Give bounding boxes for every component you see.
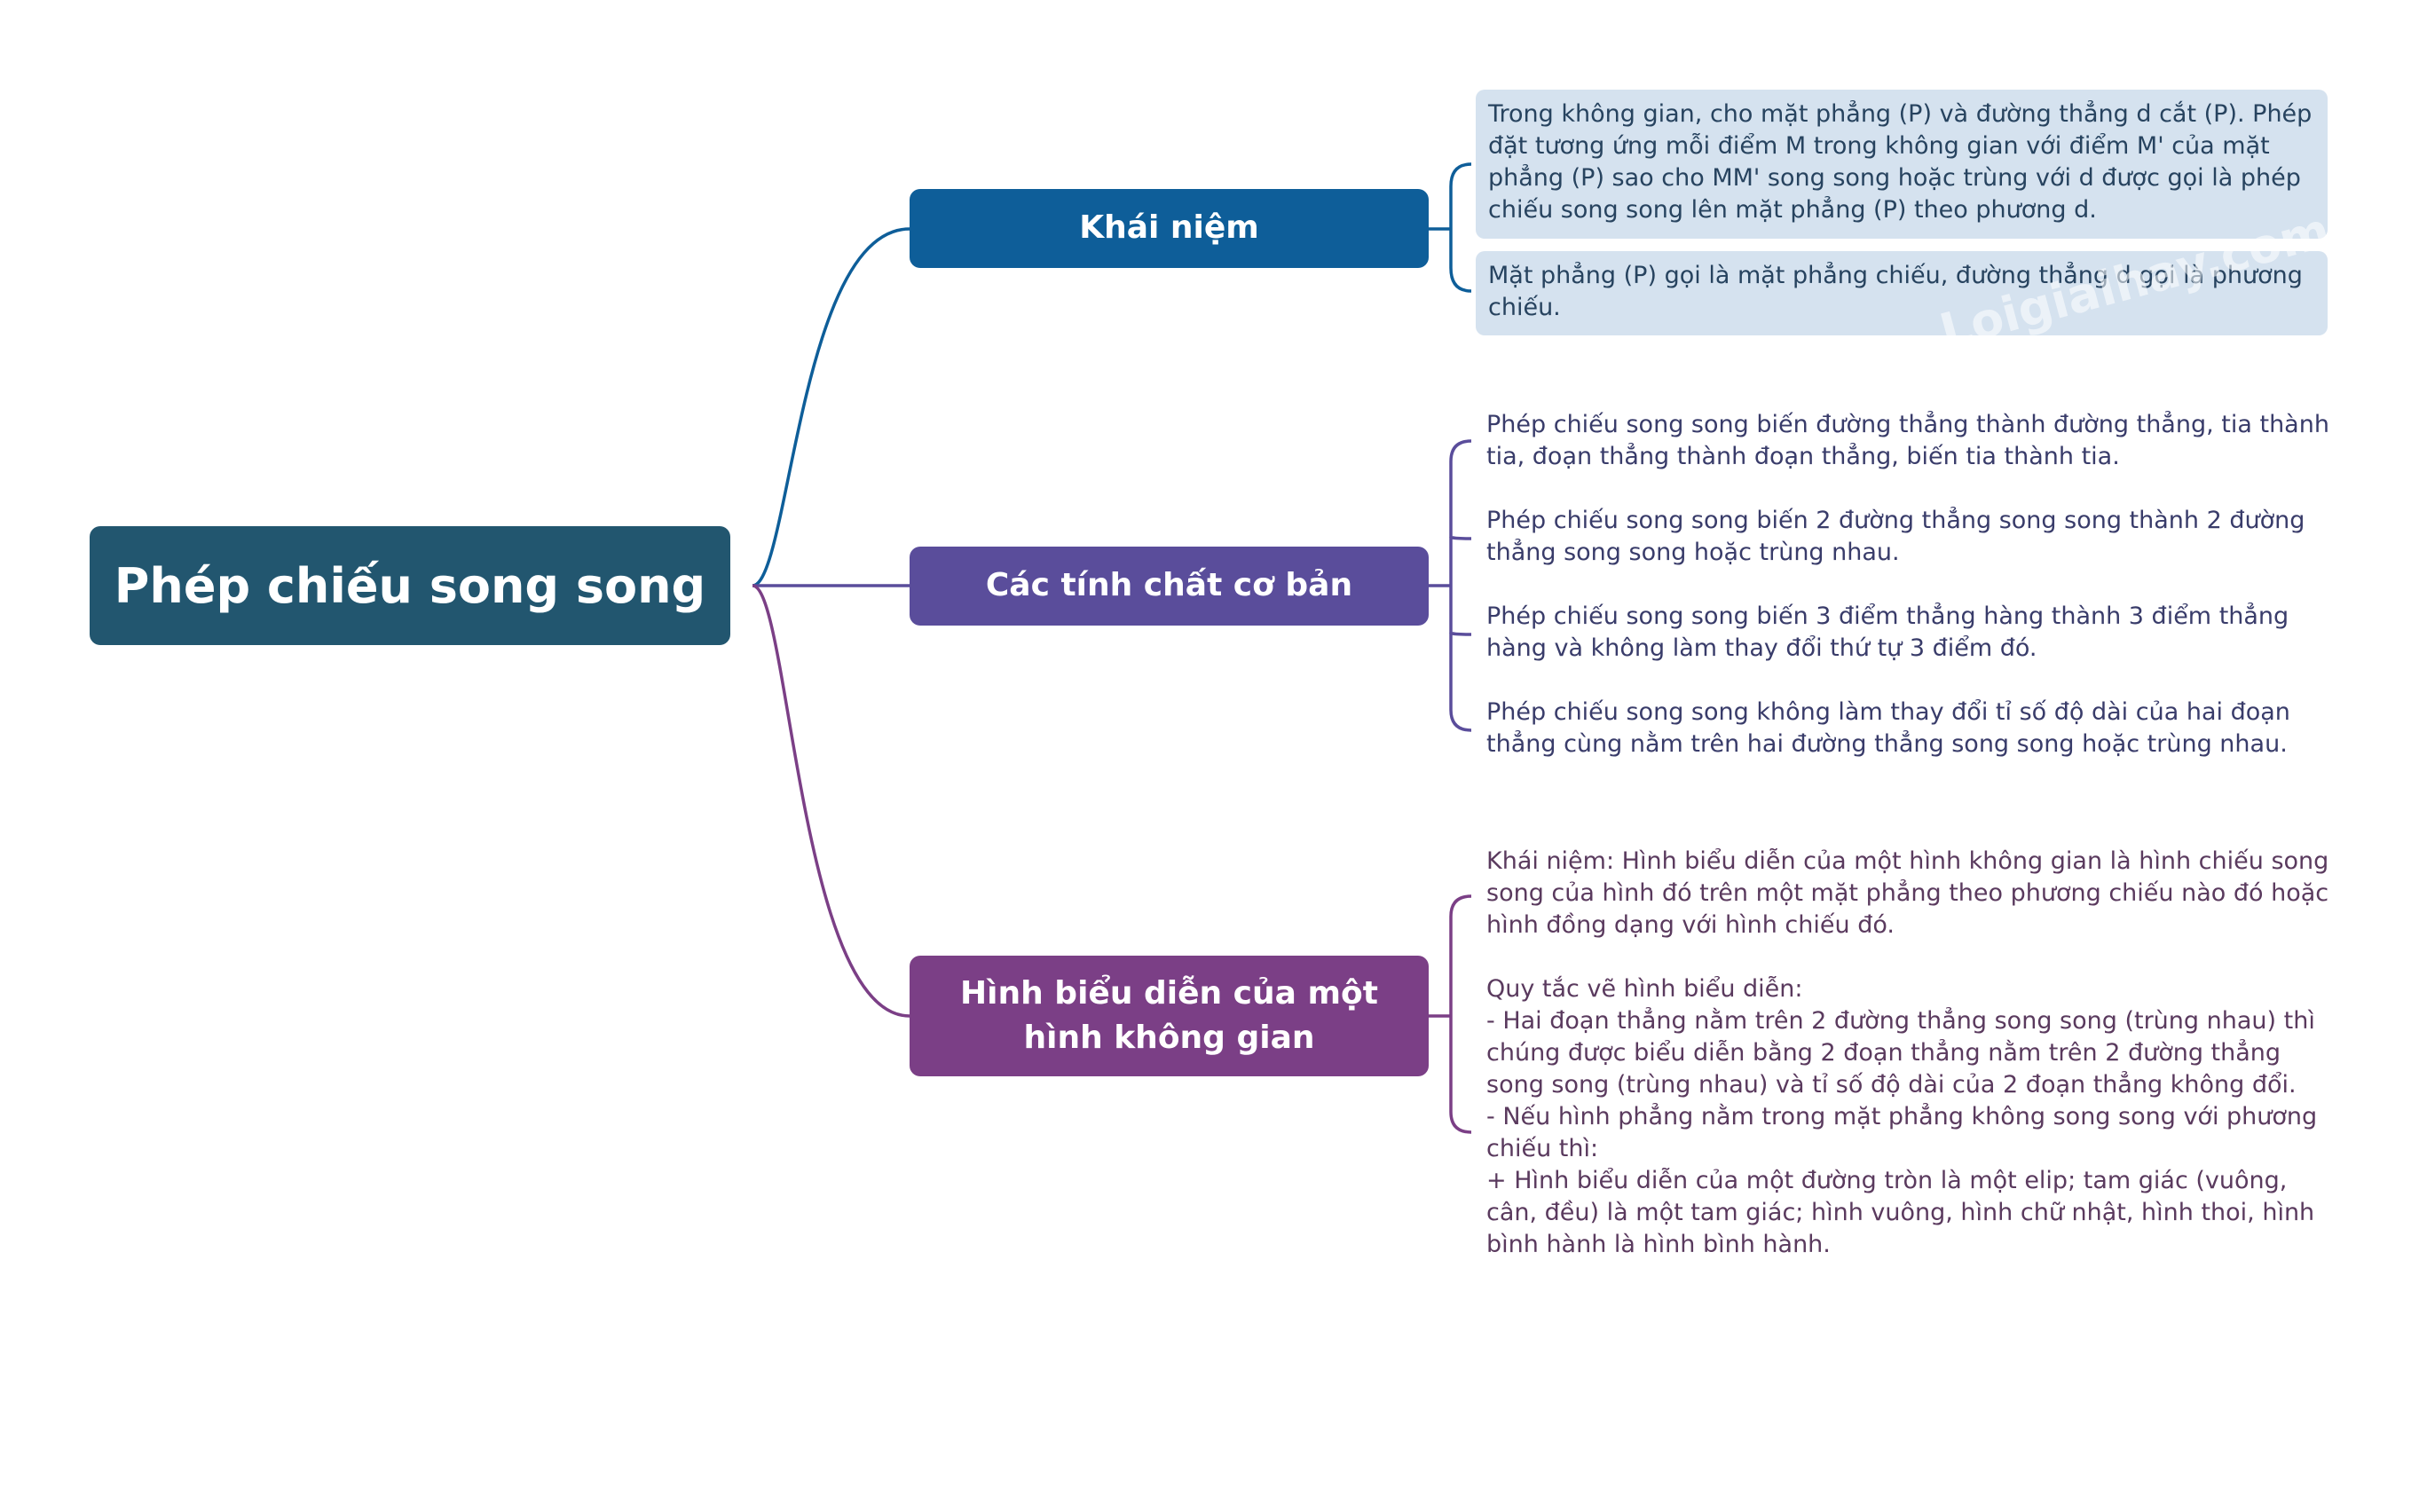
branch-node-khai-niem[interactable]: Khái niệm [910, 189, 1429, 268]
branch-node-hinh-bieu-dien[interactable]: Hình biểu diễn của một hình không gian [910, 956, 1429, 1076]
branch-node-tinh-chat[interactable]: Các tính chất cơ bản [910, 547, 1429, 626]
connector-tinh-chat-bracket [1449, 439, 1472, 732]
connector-root-khai-niem [752, 227, 910, 587]
root-node[interactable]: Phép chiếu song song [90, 526, 730, 645]
connector-hinh-bieu-dien-bracket [1449, 894, 1472, 1134]
leaf-hinh-bieu-dien-text[interactable]: Khái niệm: Hình biểu diễn của một hình k… [1486, 847, 2329, 1258]
leaf-khai-niem-terms[interactable]: Mặt phẳng (P) gọi là mặt phẳng chiếu, đư… [1476, 251, 2328, 335]
connector-tinh-chat-tick-3 [1449, 631, 1472, 636]
leaf-khai-niem-definition[interactable]: Trong không gian, cho mặt phẳng (P) và đ… [1476, 90, 2328, 239]
connector-tinh-chat-tick-2 [1449, 535, 1472, 540]
leaf-tinh-chat-list[interactable]: Phép chiếu song song biến đường thẳng th… [1486, 411, 2329, 758]
connector-khai-niem-bracket [1449, 162, 1472, 293]
connector-root-hinh-bieu-dien [752, 584, 910, 1018]
